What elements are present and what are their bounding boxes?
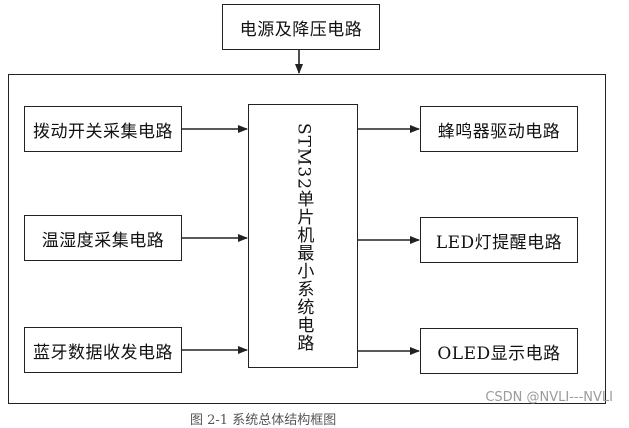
bluetooth-block: 蓝牙数据收发电路: [24, 327, 182, 373]
temp-humidity-block: 温湿度采集电路: [24, 215, 182, 261]
toggle-switch-block: 拨动开关采集电路: [24, 106, 182, 152]
watermark: CSDN @NVLI---NVLI: [485, 390, 613, 405]
power-supply-block: 电源及降压电路: [222, 4, 380, 50]
mcu-label: STM32单片机最小系统电路: [293, 123, 314, 353]
led-label: LED灯提醒电路: [435, 232, 563, 253]
bluetooth-label: 蓝牙数据收发电路: [33, 342, 173, 363]
mcu-block: STM32单片机最小系统电路: [248, 104, 358, 368]
oled-label: OLED显示电路: [437, 343, 561, 364]
figure-caption: 图 2-1 系统总体结构框图: [190, 413, 337, 428]
power-supply-label: 电源及降压电路: [239, 19, 363, 40]
temp-humidity-label: 温湿度采集电路: [41, 230, 165, 251]
oled-block: OLED显示电路: [420, 328, 578, 374]
toggle-switch-label: 拨动开关采集电路: [33, 121, 173, 142]
led-block: LED灯提醒电路: [420, 217, 578, 263]
system-frame: [8, 74, 606, 404]
buzzer-block: 蜂鸣器驱动电路: [420, 106, 578, 152]
buzzer-label: 蜂鸣器驱动电路: [437, 121, 561, 142]
